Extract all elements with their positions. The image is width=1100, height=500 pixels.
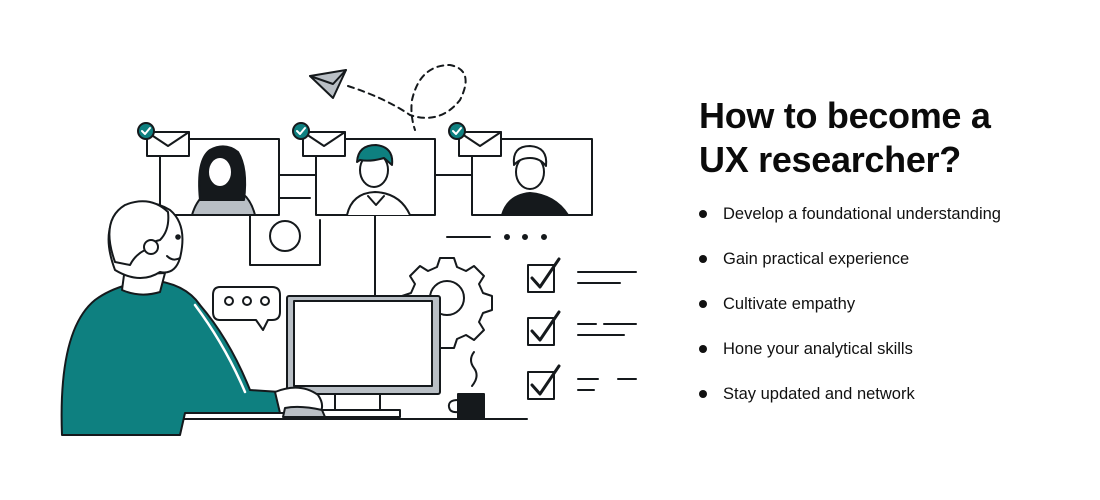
list-item: Develop a foundational understanding: [699, 202, 1001, 226]
dashed-flight-path: [347, 64, 467, 131]
envelope-check-icon: [448, 122, 502, 157]
video-frame-man-teal-hair: [315, 138, 436, 216]
list-item: Cultivate empathy: [699, 292, 1001, 316]
researcher-person: [60, 200, 326, 436]
step-label: Stay updated and network: [723, 384, 915, 403]
list-item: Stay updated and network: [699, 382, 1001, 406]
envelope-check-icon: [137, 122, 190, 157]
steps-list: Develop a foundational understanding Gai…: [699, 202, 1001, 427]
bullet-icon: [699, 255, 707, 263]
step-label: Develop a foundational understanding: [723, 204, 1001, 223]
chat-bubble-icon: [212, 286, 281, 331]
bullet-icon: [699, 345, 707, 353]
step-label: Hone your analytical skills: [723, 339, 913, 358]
list-item: Hone your analytical skills: [699, 337, 1001, 361]
bullet-icon: [699, 300, 707, 308]
monitor-icon: [286, 295, 441, 418]
list-item: Gain practical experience: [699, 247, 1001, 271]
bullet-icon: [699, 390, 707, 398]
coffee-mug-icon: [447, 351, 485, 419]
paper-plane-icon: [309, 69, 347, 99]
title-line-2: UX researcher?: [699, 139, 961, 180]
page-title: How to become a UX researcher?: [699, 94, 1079, 182]
envelope-check-icon: [292, 122, 346, 157]
ux-research-illustration: [60, 64, 637, 436]
checklist: [527, 257, 637, 400]
step-label: Cultivate empathy: [723, 294, 856, 313]
title-line-1: How to become a: [699, 95, 991, 136]
step-label: Gain practical experience: [723, 249, 910, 268]
record-icon: [269, 220, 301, 252]
bullet-icon: [699, 210, 707, 218]
